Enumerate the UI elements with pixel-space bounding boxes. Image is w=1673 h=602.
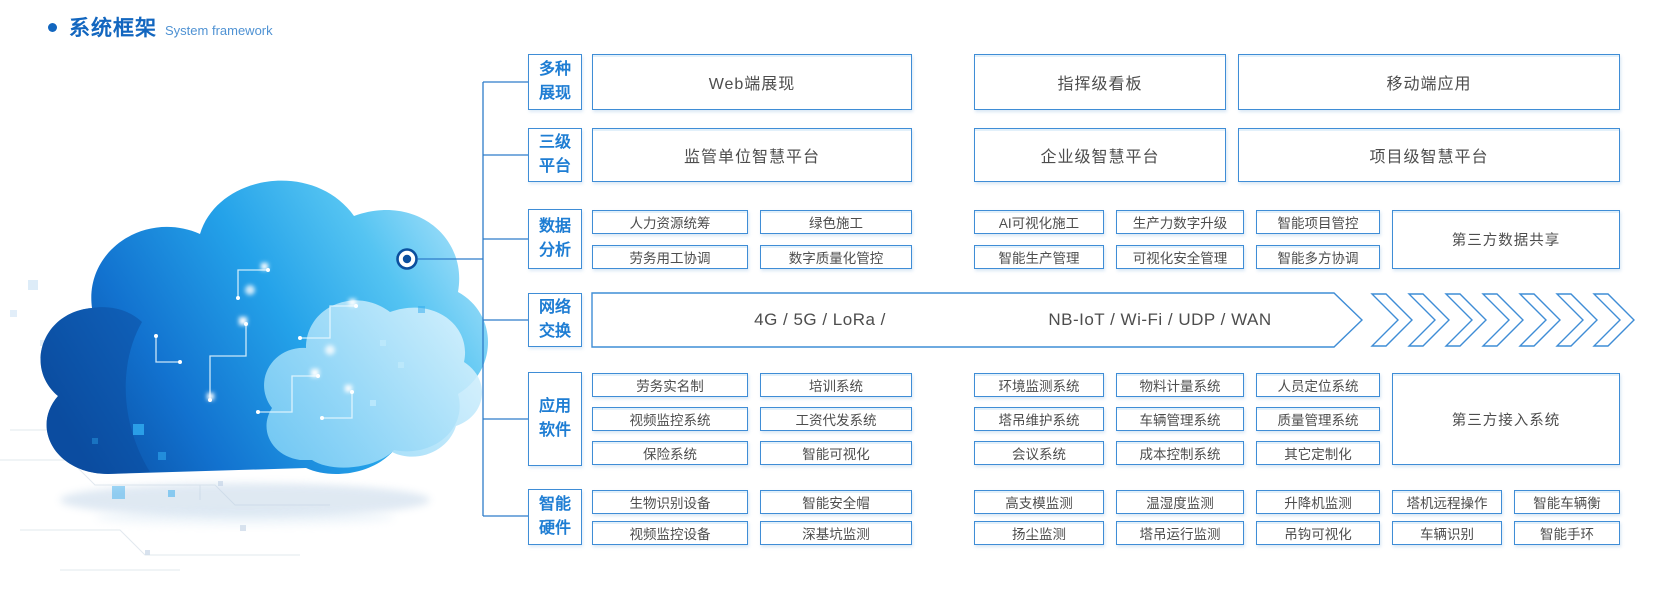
feature-box: 会议系统 [974, 441, 1104, 465]
scatter-squares [92, 306, 425, 499]
feature-box: 智能安全帽 [760, 490, 912, 514]
feature-box: 视频监控系统 [592, 407, 748, 431]
cloud-circuit-traces [155, 269, 356, 419]
box-project-platform: 项目级智慧平台 [1238, 128, 1620, 182]
feature-box: 高支模监测 [974, 490, 1104, 514]
feature-box: 生物识别设备 [592, 490, 748, 514]
feature-box: 塔机远程操作 [1392, 490, 1502, 514]
page-header: 系统框架 System framework [48, 12, 273, 42]
cloud-inner-highlight [264, 300, 483, 468]
feature-box: 吊钩可视化 [1256, 521, 1380, 545]
feature-box: 可视化安全管理 [1116, 245, 1244, 269]
page-title-en: System framework [165, 23, 273, 38]
feature-box: AI可视化施工 [974, 210, 1104, 234]
feature-box: 劳务实名制 [592, 373, 748, 397]
page-title: 系统框架 [69, 17, 157, 40]
row-label-display: 多种 展现 [528, 54, 582, 110]
feature-box: 智能车辆衡 [1514, 490, 1620, 514]
title-bullet-icon [48, 22, 57, 32]
feature-box: 智能项目管控 [1256, 210, 1380, 234]
feature-box: 升降机监测 [1256, 490, 1380, 514]
feature-box: 保险系统 [592, 441, 748, 465]
feature-box: 成本控制系统 [1116, 441, 1244, 465]
network-protocols-right: NB-IoT / Wi-Fi / UDP / WAN [1048, 310, 1272, 329]
feature-box: 塔吊维护系统 [974, 407, 1104, 431]
feature-box: 劳务用工协调 [592, 245, 748, 269]
row-label-network: 网络 交换 [528, 293, 582, 347]
feature-box: 人力资源统筹 [592, 210, 748, 234]
row-label-smart-hardware: 智能 硬件 [528, 489, 582, 545]
feature-box: 智能生产管理 [974, 245, 1104, 269]
feature-box: 视频监控设备 [592, 521, 748, 545]
box-enterprise-platform: 企业级智慧平台 [974, 128, 1226, 182]
feature-box: 生产力数字升级 [1116, 210, 1244, 234]
chevron-arrows-icon [1370, 293, 1635, 347]
cloud-small-squares [370, 340, 404, 406]
feature-box: 智能手环 [1514, 521, 1620, 545]
feature-box: 扬尘监测 [974, 521, 1104, 545]
feature-box: 培训系统 [760, 373, 912, 397]
feature-box: 物料计量系统 [1116, 373, 1244, 397]
feature-box: 车辆识别 [1392, 521, 1502, 545]
box-third-party-data-share: 第三方数据共享 [1392, 210, 1620, 269]
feature-box: 绿色施工 [760, 210, 912, 234]
network-protocols-left: 4G / 5G / LoRa / [754, 310, 886, 329]
feature-box: 智能多方协调 [1256, 245, 1380, 269]
cloud-glow-squares [207, 263, 356, 400]
feature-box: 环境监测系统 [974, 373, 1104, 397]
box-mobile-app: 移动端应用 [1238, 54, 1620, 110]
feature-box: 智能可视化 [760, 441, 912, 465]
box-third-party-access: 第三方接入系统 [1392, 373, 1620, 465]
cloud-illustration [0, 180, 488, 571]
feature-box: 质量管理系统 [1256, 407, 1380, 431]
network-band-shape [591, 292, 1364, 348]
row-label-platform: 三级 平台 [528, 128, 582, 182]
row-label-data-analysis: 数据 分析 [528, 209, 582, 269]
box-web-display: Web端展现 [592, 54, 912, 110]
feature-box: 工资代发系统 [760, 407, 912, 431]
box-command-dashboard: 指挥级看板 [974, 54, 1226, 110]
feature-box: 温湿度监测 [1116, 490, 1244, 514]
feature-box: 车辆管理系统 [1116, 407, 1244, 431]
box-regulator-platform: 监管单位智慧平台 [592, 128, 912, 182]
feature-box: 塔吊运行监测 [1116, 521, 1244, 545]
connector-node-icon [396, 248, 418, 270]
feature-box: 人员定位系统 [1256, 373, 1380, 397]
row-label-app-software: 应用 软件 [528, 372, 582, 466]
feature-box: 深基坑监测 [760, 521, 912, 545]
feature-box: 数字质量化管控 [760, 245, 912, 269]
feature-box: 其它定制化 [1256, 441, 1380, 465]
